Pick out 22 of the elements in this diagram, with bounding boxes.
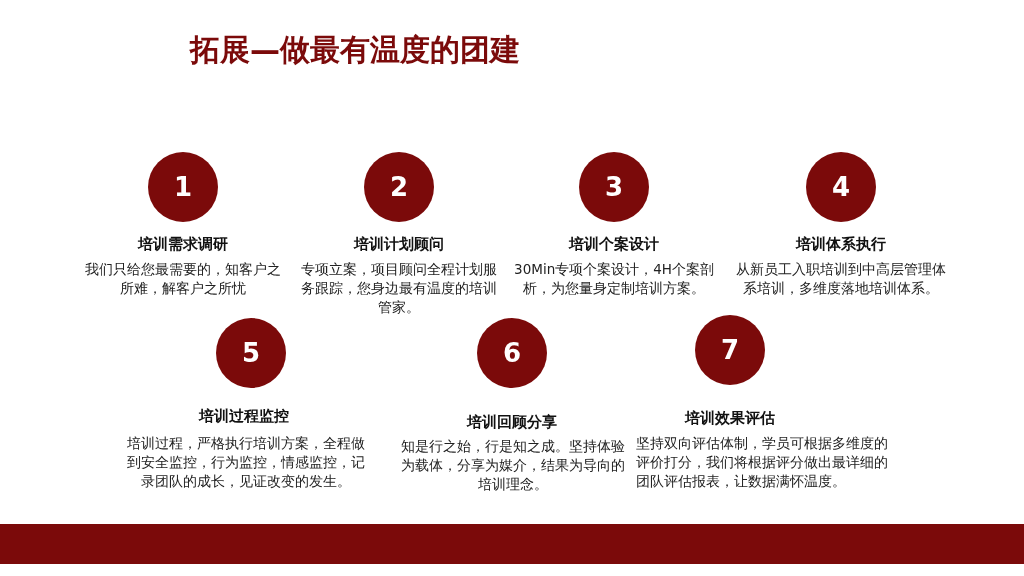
- number-circle: 7: [695, 315, 765, 385]
- step-heading: 培训个案设计: [569, 235, 659, 254]
- step-description: 30Min专项个案设计，4H个案剖析，为您量身定制培训方案。: [513, 260, 715, 298]
- step-heading: 培训计划顾问: [354, 235, 444, 254]
- step-description: 培训过程，严格执行培训方案，全程做到安全监控，行为监控，情感监控，记录团队的成长，见证改变的发生。: [126, 434, 366, 491]
- number-circle: 3: [579, 152, 649, 222]
- step-description: 坚持双向评估体制，学员可根据多维度的评价打分，我们将根据评分做出最详细的团队评估报表，让数据满怀温度。: [636, 434, 889, 491]
- step-heading: 培训回顾分享: [467, 413, 557, 432]
- number-circle: 2: [364, 152, 434, 222]
- step-heading: 培训效果评估: [685, 409, 775, 428]
- step-heading: 培训体系执行: [796, 235, 886, 254]
- step-heading: 培训需求调研: [138, 235, 228, 254]
- step-description: 我们只给您最需要的，知客户之所难，解客户之所忧: [84, 260, 282, 298]
- number-circle: 1: [148, 152, 218, 222]
- title: 拓展—做最有温度的团建: [190, 31, 520, 69]
- step-description: 知是行之始，行是知之成。坚持体验为载体，分享为媒介，结果为导向的培训理念。: [400, 437, 626, 494]
- number-circle: 6: [477, 318, 547, 388]
- step-heading: 培训过程监控: [199, 407, 289, 426]
- step-description: 专项立案，项目顾问全程计划服务跟踪，您身边最有温度的培训管家。: [300, 260, 498, 317]
- number-circle: 5: [216, 318, 286, 388]
- number-circle: 4: [806, 152, 876, 222]
- step-description: 从新员工入职培训到中高层管理体系培训，多维度落地培训体系。: [735, 260, 947, 298]
